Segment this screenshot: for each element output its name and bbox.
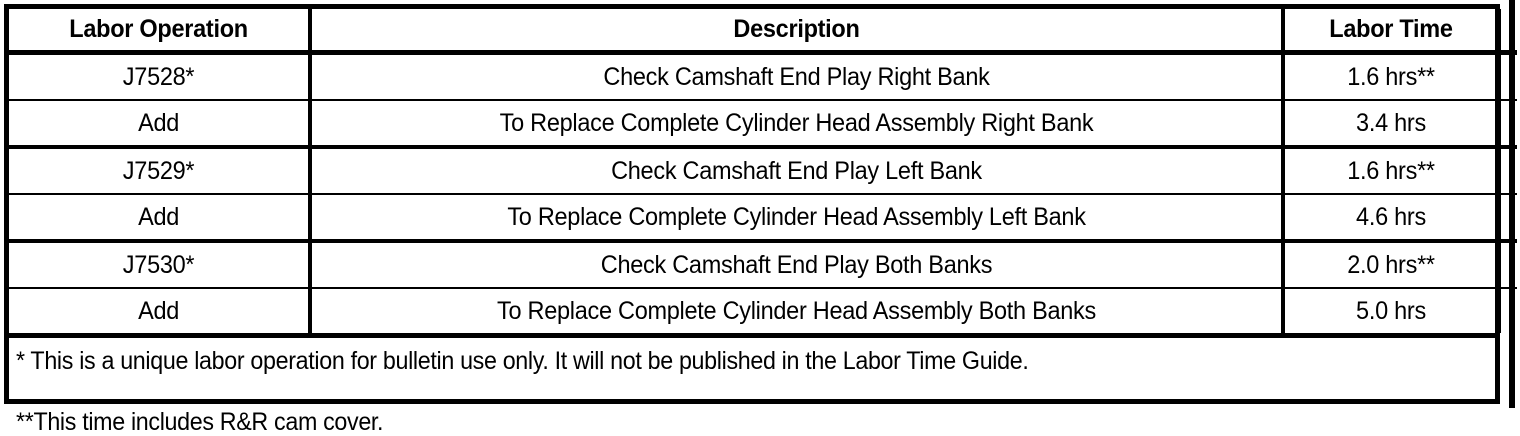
cell-labor-operation: Add [18,100,303,149]
cell-description: Check Camshaft End Play Left Bank [339,147,1256,195]
column-header-labor-time: Labor Time [1289,9,1495,55]
page-canvas: Labor Operation Description Labor Time J… [4,0,1517,435]
footnote-double-asterisk: **This time includes R&R cam cover. [16,408,384,436]
cell-labor-time: 1.6 hrs** [1289,52,1495,101]
cell-description: Check Camshaft End Play Right Bank [339,52,1256,101]
table-row: Add To Replace Complete Cylinder Head As… [9,100,1517,149]
table-row: J7530* Check Camshaft End Play Both Bank… [9,241,1517,289]
cell-labor-time: 1.6 hrs** [1289,147,1495,195]
cell-description: To Replace Complete Cylinder Head Assemb… [339,194,1256,243]
table-row: Add To Replace Complete Cylinder Head As… [9,194,1517,243]
table-grid: Labor Operation Description Labor Time J… [9,9,1517,333]
cell-labor-operation: J7530* [18,241,303,289]
labor-operation-table: Labor Operation Description Labor Time J… [4,4,1517,435]
cell-description: To Replace Complete Cylinder Head Assemb… [339,100,1256,149]
cell-labor-time: 2.0 hrs** [1289,241,1495,289]
column-header-labor-operation: Labor Operation [18,9,303,55]
cell-labor-time: 5.0 hrs [1289,288,1495,333]
cell-description: Check Camshaft End Play Both Banks [339,241,1256,289]
table-row: J7528* Check Camshaft End Play Right Ban… [9,52,1517,101]
cell-description: To Replace Complete Cylinder Head Assemb… [339,288,1256,333]
footnote-section: * This is a unique labor operation for b… [9,333,1495,435]
cell-labor-operation: Add [18,288,303,333]
cell-labor-operation: J7528* [18,52,303,101]
column-header-description: Description [339,9,1256,55]
cell-labor-operation: Add [18,194,303,243]
table-header-row: Labor Operation Description Labor Time [9,9,1517,55]
cell-labor-time: 3.4 hrs [1289,100,1495,149]
table-row: J7529* Check Camshaft End Play Left Bank… [9,147,1517,195]
table-row: Add To Replace Complete Cylinder Head As… [9,288,1517,333]
cell-labor-time: 4.6 hrs [1289,194,1495,243]
cell-labor-operation: J7529* [18,147,303,195]
footnote-single-asterisk: * This is a unique labor operation for b… [16,347,1029,375]
page-margin-rule [1509,0,1515,408]
